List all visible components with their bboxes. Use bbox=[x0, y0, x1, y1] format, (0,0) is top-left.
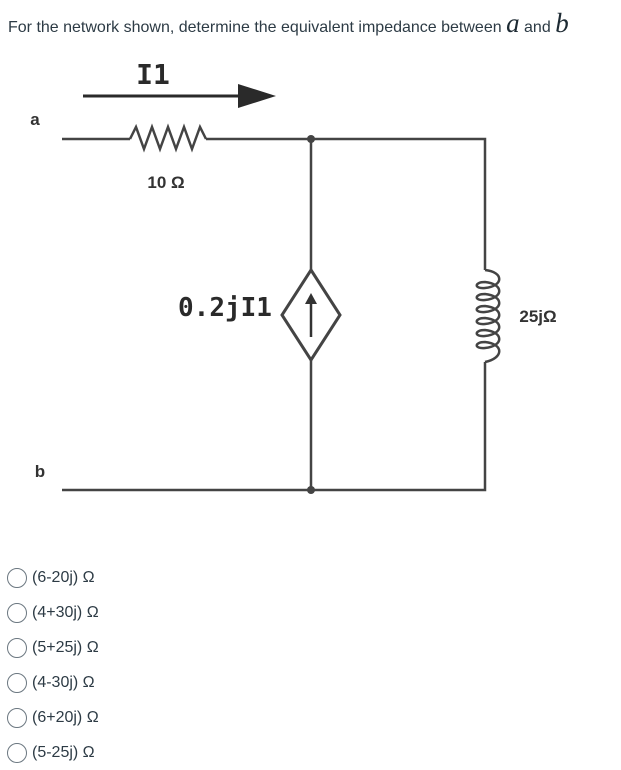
radio-button[interactable] bbox=[7, 637, 27, 658]
answer-options: (6-20j) Ω (4+30j) Ω (5+25j) Ω (4-30j) Ω … bbox=[7, 560, 99, 770]
answer-label: (6+20j) Ω bbox=[32, 708, 99, 726]
answer-option-5[interactable]: (6+20j) Ω bbox=[7, 700, 99, 735]
question-text: For the network shown, determine the equ… bbox=[8, 8, 618, 39]
variable-a: a bbox=[506, 8, 520, 38]
answer-option-4[interactable]: (4-30j) Ω bbox=[7, 665, 99, 700]
answer-label: (4-30j) Ω bbox=[32, 673, 95, 691]
terminal-a-label: a bbox=[30, 110, 40, 129]
resistor-label: 10 Ω bbox=[147, 173, 184, 192]
source-label: 0.2jI1 bbox=[178, 293, 272, 323]
radio-button[interactable] bbox=[7, 742, 27, 763]
current-arrow-head bbox=[238, 84, 276, 108]
bottom-node bbox=[307, 486, 315, 494]
radio-button[interactable] bbox=[7, 602, 27, 623]
inductor-coil bbox=[475, 268, 501, 364]
answer-option-6[interactable]: (5-25j) Ω bbox=[7, 735, 99, 770]
inductor-label: 25jΩ bbox=[519, 307, 556, 326]
variable-b: b bbox=[555, 8, 569, 38]
answer-option-3[interactable]: (5+25j) Ω bbox=[7, 630, 99, 665]
question-and: and bbox=[524, 19, 551, 36]
radio-button[interactable] bbox=[7, 707, 27, 728]
top-node bbox=[307, 135, 315, 143]
resistor-zigzag bbox=[128, 123, 208, 153]
question-prompt: For the network shown, determine the equ… bbox=[8, 19, 502, 36]
answer-label: (6-20j) Ω bbox=[32, 568, 95, 586]
current-label: I1 bbox=[136, 58, 170, 91]
answer-label: (5+25j) Ω bbox=[32, 638, 99, 656]
answer-label: (4+30j) Ω bbox=[32, 603, 99, 621]
radio-button[interactable] bbox=[7, 567, 27, 588]
answer-option-2[interactable]: (4+30j) Ω bbox=[7, 595, 99, 630]
bottom-wire bbox=[62, 362, 487, 492]
circuit-diagram: I1 a b 10 Ω 0.2jI1 25jΩ bbox=[30, 58, 557, 494]
source-arrow-head bbox=[305, 293, 317, 304]
answer-label: (5-25j) Ω bbox=[32, 743, 95, 761]
radio-button[interactable] bbox=[7, 672, 27, 693]
answer-option-1[interactable]: (6-20j) Ω bbox=[7, 560, 99, 595]
terminal-b-label: b bbox=[35, 462, 45, 481]
top-wire bbox=[62, 123, 487, 270]
